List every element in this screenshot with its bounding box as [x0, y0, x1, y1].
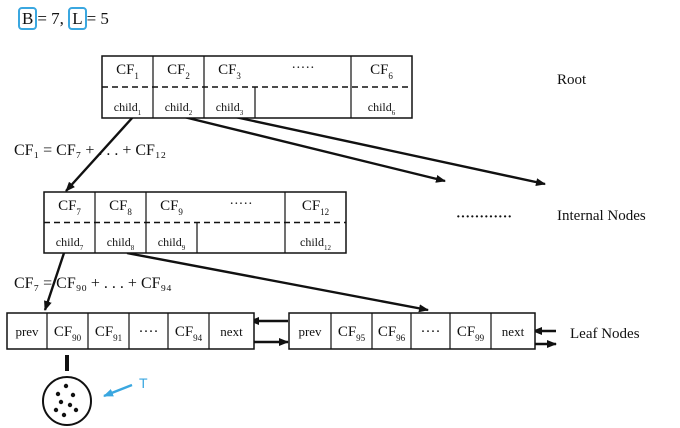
parameter-header: B= 7, L= 5: [18, 7, 109, 30]
internal-nodes-label: Internal Nodes: [557, 208, 646, 224]
root-child-pointer: child2: [165, 100, 193, 117]
b-value: = 7,: [37, 9, 64, 28]
root-ellipsis: ·····: [291, 61, 314, 76]
internal-child-pointer: child8: [107, 235, 135, 252]
leaf-node-2-border: [288, 312, 536, 350]
cf1-equation: CF₁ = CF₇ + . . . + CF₁₂: [14, 142, 166, 159]
leaf-node-1-border: [6, 312, 255, 350]
l-highlight: L: [68, 7, 87, 30]
root-child-pointer: child1: [114, 100, 142, 117]
leaf-node-2-ellipsis: ····: [421, 324, 441, 340]
root-child3-arrow: [234, 115, 546, 187]
root-cf-entry: CF1: [116, 62, 139, 81]
internal-child-pointer: child12: [300, 235, 332, 252]
internal-ellipsis: ·····: [229, 197, 252, 212]
internal-cf-entry: CF9: [160, 198, 183, 217]
root-node: CF1 child1 CF2 child2 CF3 child3 ····· CF6 child…: [101, 55, 413, 119]
t-pointer-arrow: [103, 383, 133, 398]
t-label: T: [139, 375, 148, 391]
cf7-equation: CF₇ = CF₉₀ + . . . + CF₉₄: [14, 275, 172, 292]
root-cf-entry: CF3: [218, 62, 241, 81]
root-child-pointer: child3: [216, 100, 244, 117]
internal-child-pointer: child9: [158, 235, 186, 252]
internal-cf-entry: CF7: [58, 198, 81, 217]
l-value: = 5: [86, 9, 109, 28]
internal-child8-arrow: [126, 251, 429, 313]
leaf-node-1-prev-pointer: prev: [15, 324, 39, 339]
internal-child-pointer: child7: [56, 235, 84, 252]
internal-cf-entry: CF8: [109, 198, 132, 217]
leaf-node-1-ellipsis: ····: [139, 324, 159, 340]
leaf-nodes-label: Leaf Nodes: [570, 326, 640, 342]
b-highlight: B: [18, 7, 38, 30]
root-child2-arrow: [183, 115, 446, 183]
subcluster-circle: [42, 376, 92, 426]
leaf-node-1-next-pointer: next: [220, 324, 243, 339]
root-cf-entry: CF2: [167, 62, 190, 81]
internal-child7-arrow: [43, 252, 66, 311]
root-label: Root: [557, 72, 587, 88]
more-internal-nodes-dots: ············: [456, 210, 512, 225]
subcluster-points: [53, 383, 79, 418]
root-child-pointer: child6: [368, 100, 396, 117]
root-cf-entry: CF6: [370, 62, 393, 81]
root-child1-arrow: [65, 116, 134, 192]
leaf-node-2-prev-pointer: prev: [298, 324, 322, 339]
internal-node: CF7child7CF8child8CF9child9·····CF12chil…: [43, 191, 347, 254]
leaf-node-2-next-pointer: next: [502, 324, 525, 339]
